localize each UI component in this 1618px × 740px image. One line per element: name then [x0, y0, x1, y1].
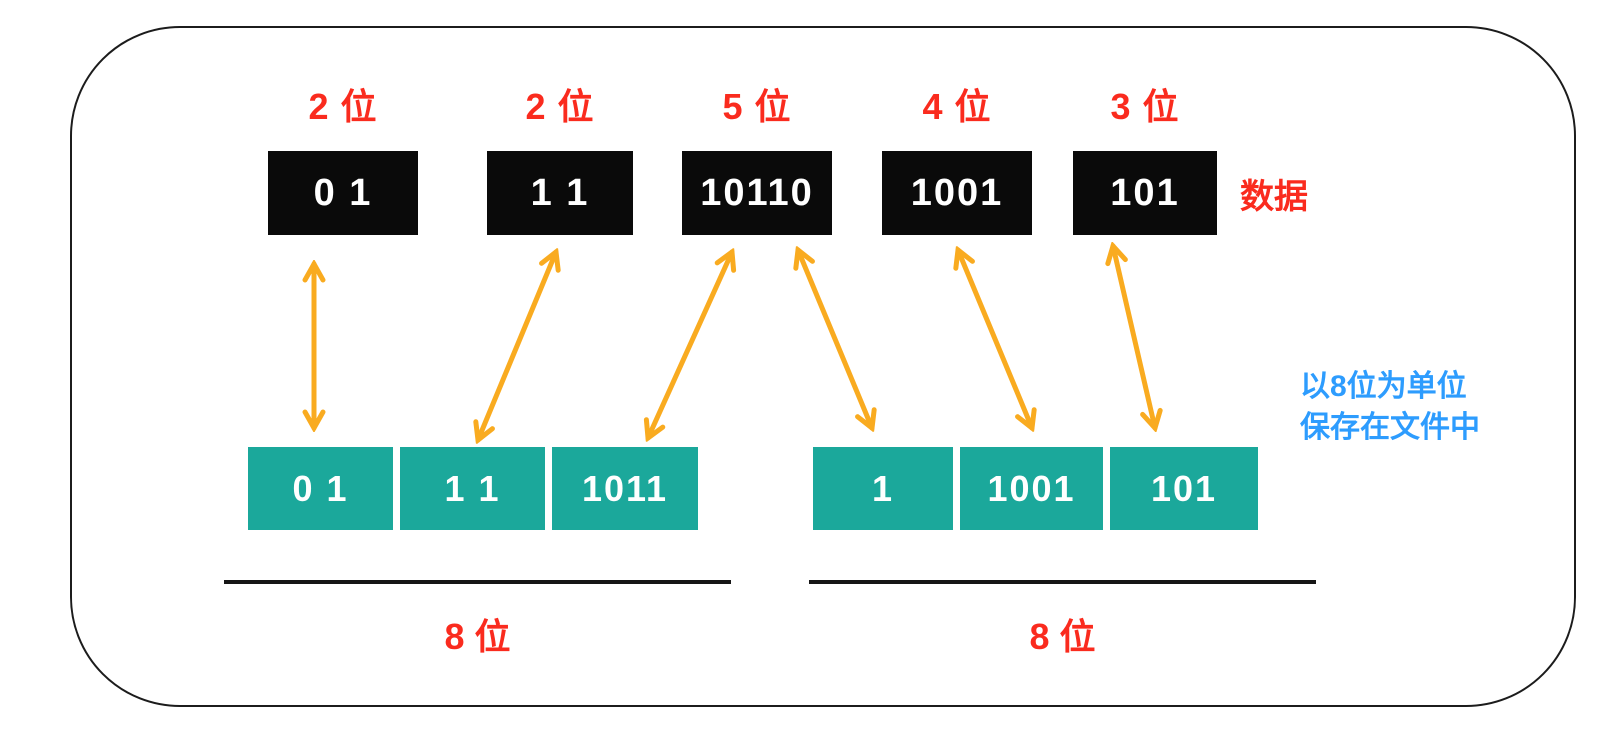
rounded-border-frame [70, 26, 1576, 707]
byte-cell: 1 1 [400, 447, 545, 530]
data-bits-box: 0 1 [268, 151, 418, 235]
data-bits-box: 101 [1073, 151, 1217, 235]
bit-count-label: 3 位 [1110, 86, 1180, 127]
bit-count-label: 2 位 [525, 86, 595, 127]
data-bits-box: 1001 [882, 151, 1032, 235]
data-bits-box: 1 1 [487, 151, 633, 235]
storage-note-line2: 保存在文件中 [1300, 411, 1480, 444]
bit-count-label: 2 位 [308, 86, 378, 127]
byte-extent-line [224, 580, 731, 584]
data-row-label: 数据 [1240, 177, 1308, 216]
byte-extent-line [809, 580, 1316, 584]
bit-count-label: 5 位 [722, 86, 792, 127]
byte-size-label: 8 位 [444, 616, 511, 657]
byte-cell: 1011 [552, 447, 698, 530]
bit-count-label: 4 位 [922, 86, 992, 127]
byte-cell: 1 [813, 447, 953, 530]
data-bits-box: 10110 [682, 151, 832, 235]
byte-size-label: 8 位 [1029, 616, 1096, 657]
byte-cell: 0 1 [248, 447, 393, 530]
byte-cell: 101 [1110, 447, 1258, 530]
storage-note-line1: 以8位为单位 [1300, 370, 1467, 403]
byte-cell: 1001 [960, 447, 1103, 530]
storage-note: 以8位为单位 保存在文件中 [1300, 366, 1480, 448]
